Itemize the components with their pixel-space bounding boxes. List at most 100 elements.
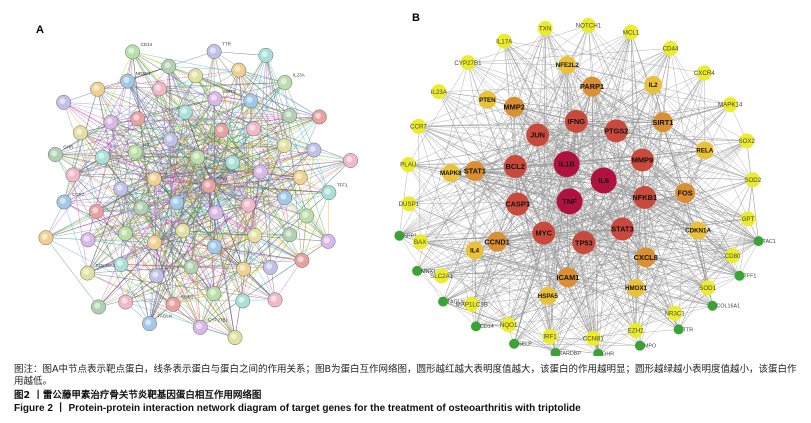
panel-a-edge [168,66,239,71]
panel-b-edge [739,179,754,276]
panel-a-node [151,81,167,97]
panel-b-edge [514,106,740,277]
panel-b-node-label: HMOX1 [625,285,648,292]
panel-b-node: SLC2A1 [430,268,454,284]
panel-b-edge [420,84,654,242]
panel-a-edge [63,122,112,203]
panel-a-edge [176,160,351,203]
panel-b-edge [513,28,546,107]
panel-a-edge [45,80,128,238]
panel-b-edge [537,130,617,136]
panel-b-node-label: CXCR4 [694,70,716,77]
panel-a-node-label: TFF1 [337,183,348,188]
panel-b-edge [408,62,469,165]
panel-a-edge [87,145,285,241]
panel-b-edge [591,86,664,123]
panel-a-edge [214,98,320,118]
panel-a-nodes: TP53IL2SIRT1SOD1NR3C1CCR7IL23ACYP27B1TFF… [38,42,359,346]
panel-a-edge [182,230,255,236]
panel-b-node: CXCR4 [694,65,716,81]
panel-a-edge [159,88,209,187]
panel-b-edge [543,232,708,288]
panel-a-edge [97,89,142,208]
panel-b-edge [567,230,699,278]
panel-a-edge [140,207,201,328]
panel-b-edge [504,40,699,231]
panel-b-node-label: FOS [678,189,693,198]
panel-b-edge [543,232,679,330]
panel-a-edge [72,116,320,176]
panel-b-edge [645,257,708,288]
panel-b-edge [399,40,505,236]
panel-b-node-label: RELA [696,148,713,155]
panel-b-node-label: CD14 [480,324,494,330]
panel-b-edge [567,64,759,242]
panel-a-edge [301,150,315,261]
panel-a-node-label: IL2 [143,142,150,147]
panel-b-edge [555,255,733,354]
panel-b-edge [588,25,593,87]
panel-b-node-label: STAT3 [611,225,633,234]
panel-b-edge [547,32,632,296]
panel-b-edge [576,121,645,198]
panel-b-edge [567,64,643,161]
panel-b-edge [639,150,706,346]
panel-a-node [65,167,81,183]
panel-b-node-label: CDKN1A [685,228,711,235]
panel-b-node: IL6 [590,167,617,194]
panel-a-edge [120,188,201,328]
panel-a-edge [140,207,215,294]
panel-b-node: NR3C1 [664,305,685,321]
panel-b-node-label: GPT [742,216,755,223]
panel-b-node-label: DUSP1 [399,201,420,208]
panel-b-edge [420,241,509,325]
panel-b-edge [416,64,568,272]
panel-b-edge [645,140,747,258]
panel-b-node-label: IL23A [431,89,448,96]
panel-a-edge [102,130,222,158]
panel-a-node-label: TTR [222,42,231,47]
panel-a-edge [265,55,330,193]
panel-b-edge [496,241,641,346]
panel-b-node: IL17A [496,33,513,49]
panel-a-edge [45,149,314,239]
panel-b-node: FOS [675,182,696,203]
panel-a-edge [221,130,285,198]
panel-b-edge [496,241,551,337]
panel-b-node-label: CD44 [663,46,679,53]
panel-b-node: BCL2 [503,155,527,179]
panel-a-node [183,259,199,275]
panel-a-edge [63,102,122,265]
panel-a-node [103,114,119,130]
panel-b-edge [685,192,759,242]
panel-a-edge [97,88,301,178]
panel-b-edge [408,203,509,325]
panel-b-node: IL1B [553,151,580,178]
panel-a-edge [168,51,215,67]
panel-a-edge [87,272,236,338]
panel-b-edge [549,159,643,337]
panel-b-node-label: MPO [644,344,656,350]
panel-a-edge [125,299,276,303]
panel-b-edge [645,48,671,258]
panel-b-edge [644,72,705,198]
panel-b-node: MNX1 [412,265,436,276]
panel-b-edge [417,240,759,272]
panel-b-edge [418,121,577,127]
panel-a-edge [97,89,126,234]
panel-b-node: TTR [673,324,693,335]
panel-a-edge [72,174,236,338]
panel-b-node-label: CCR7 [410,124,427,131]
panel-b-node: COL16A1 [707,300,740,311]
caption-title-zh: 图2 丨雷公藤甲素治疗骨关节炎靶基因蛋白相互作用网络图 [14,390,262,401]
panel-a-node: COL16A1 [80,263,116,281]
panel-a-node: TFF1 [321,183,348,201]
panel-b-node: HSPA5 [538,286,558,305]
panel-a-edge [156,215,307,277]
panel-a-node [343,153,359,168]
panel-b-node: TARDBP [550,348,581,356]
panel-b-node: TAC1 [753,236,776,247]
panel-b-edge [474,170,645,198]
panel-a-edge [214,51,266,56]
panel-a-edge [140,130,222,209]
